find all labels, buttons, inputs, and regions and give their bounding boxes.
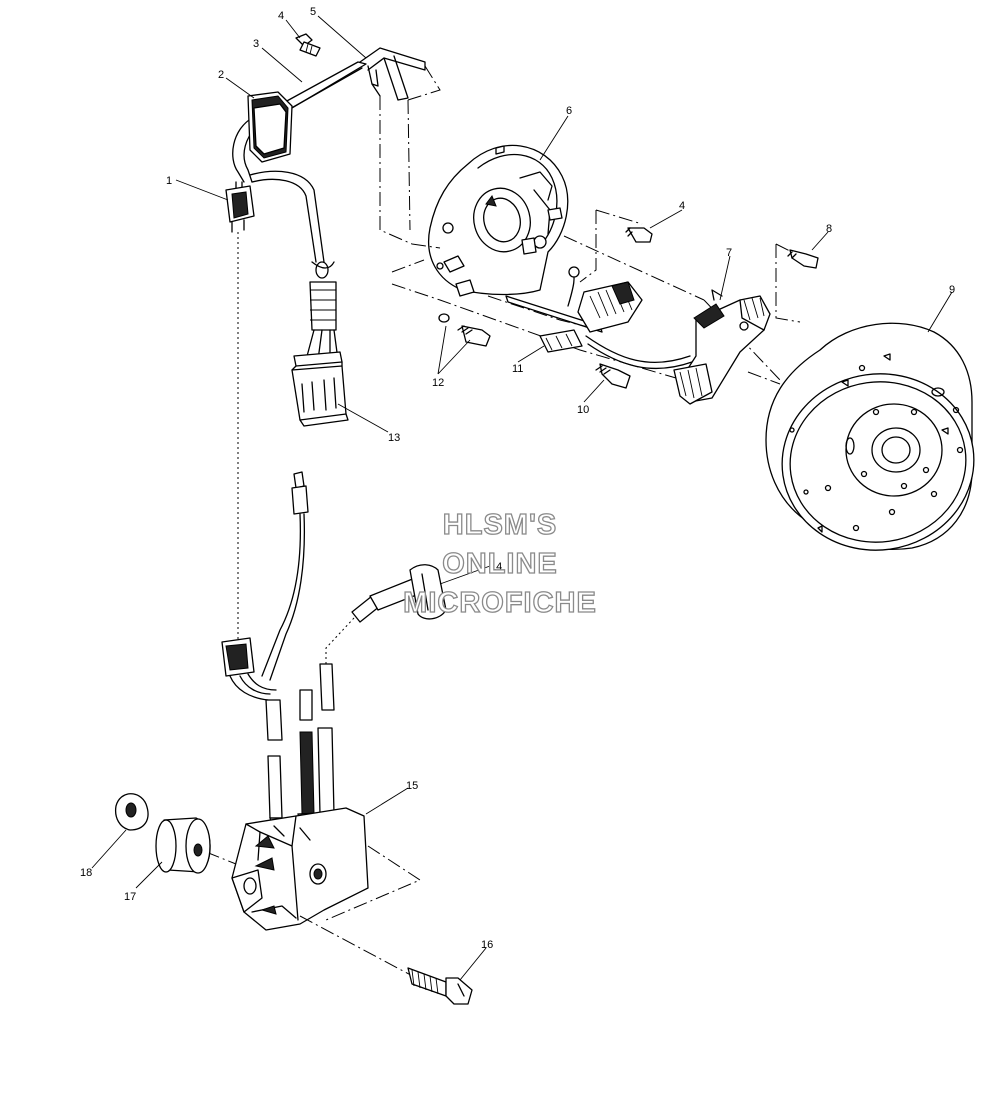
part-2-regulator <box>247 91 293 163</box>
part-12-screw-washer <box>438 313 491 347</box>
callout-18: 18 <box>80 867 92 879</box>
callout-4-top: 4 <box>278 10 284 22</box>
callout-16: 16 <box>481 939 493 951</box>
callout-17: 17 <box>124 891 136 903</box>
part-8-screw <box>787 249 819 269</box>
callout-8: 8 <box>826 223 832 235</box>
part-1-connector <box>225 185 255 640</box>
part-17-bushing <box>155 817 211 874</box>
part-14-spark-plug-cap <box>325 564 447 664</box>
callout-labels: 1 2 3 4 5 6 4 7 8 9 12 11 10 13 14 15 16… <box>80 6 955 951</box>
callout-1: 1 <box>166 175 172 187</box>
part-4-bolt-top <box>295 33 321 57</box>
part-9-flywheel <box>765 322 975 551</box>
part-7-pickup <box>673 289 771 405</box>
lead-wire-bullet <box>261 471 309 681</box>
callout-5: 5 <box>310 6 316 18</box>
callout-10: 10 <box>577 404 589 416</box>
callout-9: 9 <box>949 284 955 296</box>
pickup-wire <box>585 335 693 369</box>
lower-connector <box>221 637 277 701</box>
callout-2: 2 <box>218 69 224 81</box>
callout-7: 7 <box>726 247 732 259</box>
part-4-screw <box>625 227 653 243</box>
part-11-coil <box>505 266 643 353</box>
callout-13: 13 <box>388 432 400 444</box>
watermark-line-2: ONLINE <box>442 548 558 580</box>
watermark-line-3: MICROFICHE <box>403 587 597 619</box>
callout-6: 6 <box>566 105 572 117</box>
part-15-ignition-coil <box>205 727 422 981</box>
watermark: HLSM'S ONLINE MICROFICHE <box>403 508 597 619</box>
watermark-line-1: HLSM'S <box>443 509 557 541</box>
callout-3: 3 <box>253 38 259 50</box>
callout-15: 15 <box>406 780 418 792</box>
part-13-connector <box>291 351 349 427</box>
part-18-washer <box>114 793 149 831</box>
part-10-screw <box>595 363 631 389</box>
callout-12: 12 <box>432 377 444 389</box>
callout-14: 14 <box>490 561 502 573</box>
boot-sleeves <box>265 663 335 741</box>
wire-harness <box>232 47 441 361</box>
leader-lines <box>91 15 953 981</box>
part-16-bolt <box>407 967 473 1005</box>
callout-11: 11 <box>512 363 523 375</box>
callout-4-middle: 4 <box>679 200 685 212</box>
part-6-stator-plate <box>428 144 569 297</box>
